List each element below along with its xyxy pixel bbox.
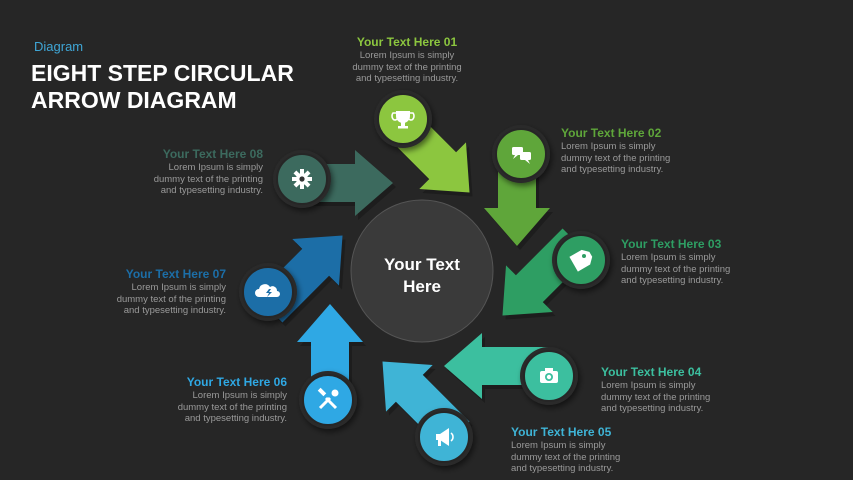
- center-text: Your Text Here: [384, 255, 460, 296]
- step-7-label: Your Text Here 07 Lorem Ipsum is simply …: [76, 267, 226, 317]
- step-7-title: Your Text Here 07: [125, 267, 226, 281]
- camera-icon: [540, 368, 558, 383]
- step-5-badge: [415, 408, 473, 466]
- step-1-text: Lorem Ipsum is simply dummy text of the …: [352, 50, 462, 84]
- step-6-title: Your Text Here 06: [186, 375, 287, 389]
- step-3-badge: [552, 231, 610, 289]
- step-1-title: Your Text Here 01: [356, 35, 458, 49]
- step-5-title: Your Text Here 05: [511, 425, 612, 439]
- chat-bubbles-icon: [512, 147, 531, 164]
- cloud-power-icon: [255, 284, 280, 297]
- page-title: EIGHT STEP CIRCULAR ARROW DIAGRAM: [31, 60, 294, 113]
- step-2-label: Your Text Here 02 Lorem Ipsum is simply …: [561, 126, 711, 176]
- step-6-label: Your Text Here 06 Lorem Ipsum is simply …: [137, 375, 287, 425]
- step-8-title: Your Text Here 08: [162, 147, 263, 161]
- step-3-title: Your Text Here 03: [621, 237, 722, 251]
- step-2-badge: [492, 125, 550, 183]
- step-1-badge: [374, 90, 432, 148]
- step-2-title: Your Text Here 02: [561, 126, 662, 140]
- trophy-icon: [391, 111, 415, 129]
- step-6-badge: [299, 371, 357, 429]
- step-4-text: Lorem Ipsum is simply dummy text of the …: [601, 380, 711, 414]
- step-6-text: Lorem Ipsum is simply dummy text of the …: [177, 390, 287, 424]
- step-8-label: Your Text Here 08 Lorem Ipsum is simply …: [113, 147, 263, 197]
- step-4-title: Your Text Here 04: [601, 365, 702, 379]
- price-tag-icon: [569, 249, 593, 272]
- gear-icon: [292, 169, 312, 189]
- step-1-label: Your Text Here 01 Lorem Ipsum is simply …: [332, 35, 482, 85]
- step-2-text: Lorem Ipsum is simply dummy text of the …: [561, 141, 671, 175]
- step-4-label: Your Text Here 04 Lorem Ipsum is simply …: [601, 365, 751, 415]
- step-8-badge: [273, 150, 331, 208]
- step-3-label: Your Text Here 03 Lorem Ipsum is simply …: [621, 237, 771, 287]
- center-circle: [350, 199, 494, 343]
- step-3-text: Lorem Ipsum is simply dummy text of the …: [621, 252, 731, 286]
- step-7-text: Lorem Ipsum is simply dummy text of the …: [116, 282, 226, 316]
- step-5-text: Lorem Ipsum is simply dummy text of the …: [511, 440, 621, 474]
- step-8-text: Lorem Ipsum is simply dummy text of the …: [153, 162, 263, 196]
- step-7-badge: [239, 263, 297, 321]
- step-5-label: Your Text Here 05 Lorem Ipsum is simply …: [511, 425, 661, 475]
- megaphone-icon: [436, 428, 454, 446]
- diagram-subtitle: Diagram: [34, 39, 84, 54]
- step-4-badge: [520, 347, 578, 405]
- tools-icon: [317, 387, 339, 410]
